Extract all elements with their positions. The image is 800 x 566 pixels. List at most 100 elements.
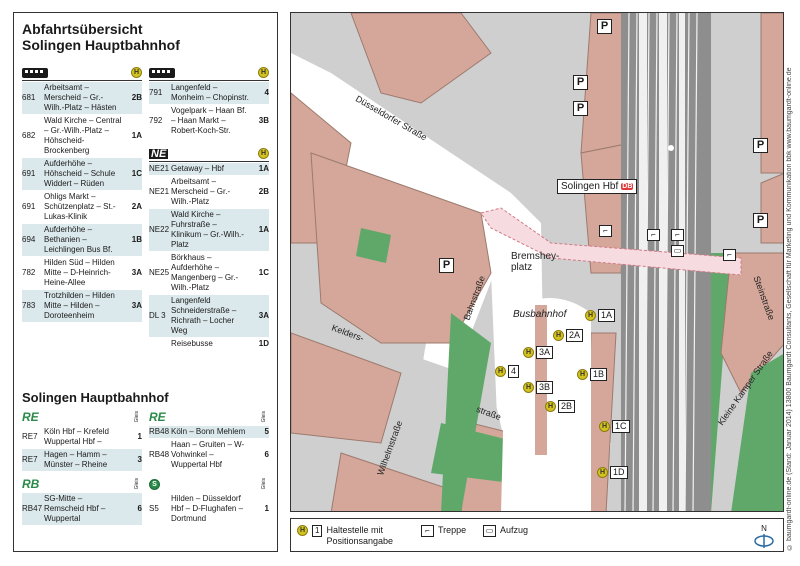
rb-header: RB Gleis [22, 476, 142, 492]
re-tag: RE [149, 410, 166, 424]
line-number: 682 [22, 131, 36, 140]
bay-position: 1D [258, 339, 269, 348]
line-number: 783 [22, 301, 36, 310]
line-number: 681 [22, 93, 36, 102]
green-triangle [441, 313, 491, 511]
bay-position: 1 [264, 504, 269, 513]
destination: Langenfeld Schneiderstraße – Richrath – … [171, 296, 237, 335]
line-number: RB48 [149, 427, 170, 436]
destination: Aufderhöhe – Bethanien – Leichlingen Bus… [44, 225, 113, 254]
bay-position: 3B [258, 116, 269, 125]
stop-icon: H [258, 67, 269, 78]
destination: Trotzhilden – Hilden Mitte – Hilden – Do… [44, 291, 115, 320]
line-number: 694 [22, 235, 36, 244]
building [760, 173, 783, 244]
stairs-icon: ⌐ [647, 229, 660, 241]
stop-number-box: 1 [312, 525, 323, 537]
destination: Aufderhöhe – Höhscheid – Schule Widdert … [44, 159, 116, 188]
bus-station-label: Busbahnhof [513, 309, 567, 320]
destination: Wald Kirche – Fuhrstraße – Klinikum – Gr… [171, 210, 244, 249]
line-number: NE21 [149, 164, 170, 173]
building [291, 332, 402, 444]
destination: Köln Hbf – Krefeld Wuppertal Hbf – [44, 427, 109, 446]
re-header-right: RE Gleis [149, 409, 269, 425]
gleis-label: Gleis [261, 411, 267, 423]
north-label: N [761, 524, 767, 533]
line-number: 792 [149, 116, 163, 125]
line-number: 691 [22, 202, 36, 211]
gleis-label: Gleis [261, 478, 267, 490]
building [330, 452, 462, 511]
building [350, 13, 492, 104]
bay-position: 6 [137, 504, 142, 513]
legend-stairs: ⌐ Treppe [421, 525, 466, 537]
bay-position: 3A [131, 268, 142, 277]
bus-icon [149, 67, 175, 78]
station-map[interactable]: P P P P P P Solingen Hbf DB ⌐ ⌐ ⌐ ▭ ⌐ Dü… [290, 12, 784, 512]
building [760, 13, 783, 174]
line-number: S5 [149, 504, 159, 513]
destination: Hilden Süd – Hilden Mitte – D-Heinrich-H… [44, 258, 115, 287]
credit-text: © baumgardt-online.de (Stand: Januar 201… [786, 67, 793, 551]
bay-position: 3A [258, 311, 269, 320]
stairs-icon: ⌐ [723, 249, 736, 261]
timetable-row: 694 Aufderhöhe – Bethanien – Leichlingen … [22, 224, 142, 257]
bay-position: 3 [137, 455, 142, 464]
panel-title: Abfahrtsübersicht Solingen Hauptbahnhof [22, 21, 180, 53]
stop-icon: H [258, 148, 269, 159]
line-number: 691 [22, 169, 36, 178]
bay-position: 1C [258, 268, 269, 277]
compass-icon [754, 534, 774, 548]
parking-icon: P [439, 258, 454, 273]
bus-island [535, 305, 547, 455]
square-label: Bremshey-platz [511, 251, 560, 273]
bay-position: 2B [258, 187, 269, 196]
line-number: RE7 [22, 455, 38, 464]
green-area-east [731, 354, 783, 511]
title-line-1: Abfahrtsübersicht [22, 21, 143, 37]
bay-position: 1 [137, 432, 142, 441]
bay-position: 6 [264, 450, 269, 459]
map-svg [291, 13, 783, 511]
bus-header: H [22, 65, 142, 81]
destination: Börkhaus – Aufderhöhe – Mangenberg – Gr.… [171, 253, 239, 292]
destination: Haan – Gruiten – W-Vohwinkel – Wuppertal… [171, 440, 245, 469]
stop-icon: H [131, 67, 142, 78]
pedestrian-tunnel [480, 207, 742, 276]
line-number: RE7 [22, 432, 38, 441]
bus-header-right: H [149, 65, 269, 81]
bay-position: 5 [264, 427, 269, 436]
destination: Köln – Bonn Mehlem [171, 427, 246, 436]
title-line-2: Solingen Hauptbahnhof [22, 37, 180, 53]
destination: Arbeitsamt – Merscheid – Gr.-Wilh.-Platz… [44, 83, 117, 112]
bay-position: 3A [131, 301, 142, 310]
destination: Getaway – Hbf [171, 164, 224, 173]
destination: Langenfeld – Monheim – Chopinstr. [171, 83, 249, 102]
timetable-panel: Abfahrtsübersicht Solingen Hauptbahnhof … [13, 12, 278, 552]
bay-position: 1A [131, 131, 142, 140]
timetable-row: RE7 Köln Hbf – Krefeld Wuppertal Hbf – 1 [22, 426, 142, 449]
bay-position: 1A [258, 164, 269, 173]
